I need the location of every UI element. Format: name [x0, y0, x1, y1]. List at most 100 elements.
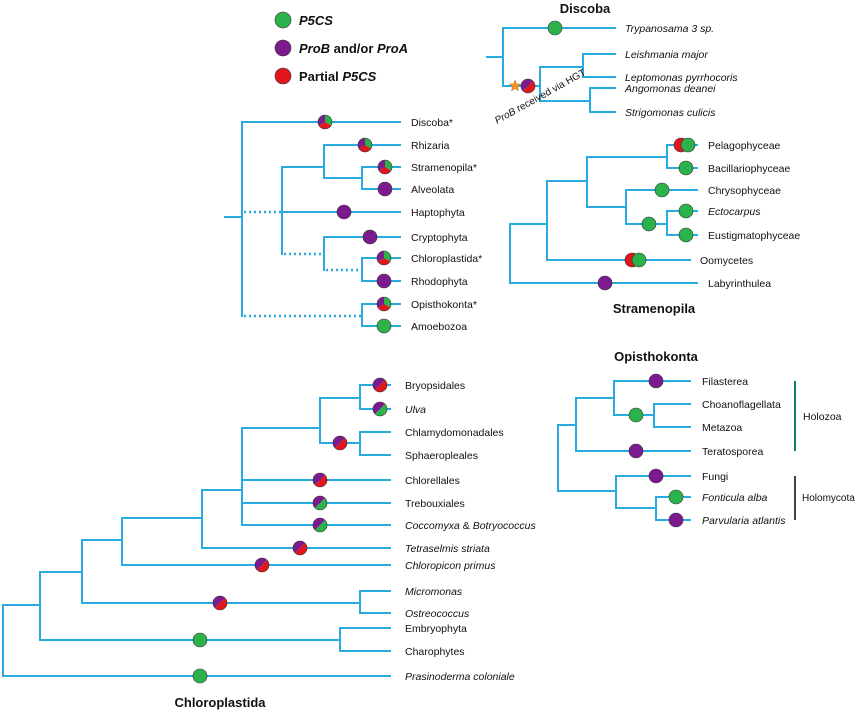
eukaryote-tree: Discoba* Rhizaria Stramenopila* Alveolat… — [224, 114, 482, 334]
marker-outline — [312, 495, 328, 511]
leaf-teratosporea: Teratosporea — [702, 446, 763, 458]
leaf-ampersand-text: & — [460, 520, 473, 532]
marker-slice — [315, 475, 327, 487]
marker-fill — [337, 205, 351, 219]
marker-pelagophyceae-p5cs — [680, 137, 696, 153]
marker-outline — [376, 318, 392, 334]
marker-slice — [313, 496, 325, 508]
marker-fill — [548, 21, 562, 35]
leaf-parvularia: Parvularia atlantis — [702, 515, 786, 527]
marker-fill — [669, 490, 683, 504]
marker-chrysophyceae — [654, 182, 670, 198]
marker-slice — [378, 167, 392, 174]
marker-slice — [377, 304, 391, 311]
marker-outline — [547, 20, 563, 36]
marker-fill — [649, 374, 663, 388]
leaf-sphaeropleales: Sphaeropleales — [405, 450, 478, 462]
marker-outline — [648, 468, 664, 484]
marker-slice — [257, 560, 269, 572]
marker-bacillariophyceae — [678, 160, 694, 176]
marker-coccomyxa — [312, 517, 328, 533]
leaf-eustigmatophyceae: Eustigmatophyceae — [708, 230, 800, 242]
leaf-angomonas: Angomonas deanei — [624, 83, 716, 95]
marker-fill — [649, 469, 663, 483]
leaf-amoebozoa: Amoebozoa — [411, 321, 467, 333]
leaf-labyrinthulea: Labyrinthulea — [708, 278, 771, 290]
leaf-ulva: Ulva — [405, 404, 426, 416]
marker-outline — [292, 540, 308, 556]
marker-teratosporea — [628, 443, 644, 459]
leaf-fonticula: Fonticula alba — [702, 492, 768, 504]
legend-partial-text: Partial — [299, 69, 342, 84]
marker-stramenopila — [377, 159, 393, 175]
marker-fill — [275, 40, 291, 56]
leaf-stramenopila: Stramenopila* — [411, 162, 477, 174]
marker-outline — [628, 443, 644, 459]
leaf-oomycetes: Oomycetes — [700, 255, 753, 267]
marker-embryophyta-charophytes-node — [192, 632, 208, 648]
marker-chloropicon — [254, 557, 270, 573]
eukaryote-uncertain-branches — [244, 210, 361, 318]
leaf-ectocarpus: Ectocarpus — [708, 206, 761, 218]
marker-outline — [680, 137, 696, 153]
leaf-trypanosama: Trypanosama 3 sp. — [625, 23, 714, 35]
legend-prob-marker — [274, 39, 292, 57]
leaf-filasterea: Filasterea — [702, 376, 748, 388]
marker-outline — [274, 39, 292, 57]
leaf-metazoa: Metazoa — [702, 422, 742, 434]
leaf-opisthokonta: Opisthokonta* — [411, 299, 477, 311]
eukaryote-branches — [224, 121, 401, 327]
leaf-bacillariophyceae: Bacillariophyceae — [708, 163, 790, 175]
chloroplastida-branches — [2, 384, 391, 677]
marker-slice — [521, 79, 533, 91]
marker-fill — [669, 513, 683, 527]
chloroplastida-title: Chloroplastida — [174, 695, 266, 710]
marker-outline — [628, 407, 644, 423]
legend-proa-text: ProA — [377, 41, 408, 56]
leaf-rhodophyta: Rhodophyta — [411, 276, 468, 288]
marker-outline — [312, 472, 328, 488]
marker-alveolata — [377, 181, 393, 197]
marker-outline — [274, 67, 292, 85]
marker-outline — [520, 78, 536, 94]
marker-fill — [655, 183, 669, 197]
marker-chloroplastida — [376, 250, 392, 266]
marker-filasterea — [648, 373, 664, 389]
leaf-chlorellales: Chlorellales — [405, 475, 460, 487]
chloroplastida-tree: Bryopsidales Ulva Chlamydomonadales Spha… — [2, 377, 536, 710]
legend-partial-marker — [274, 67, 292, 85]
leaf-tetraselmis: Tetraselmis striata — [405, 543, 490, 555]
marker-fill — [679, 204, 693, 218]
marker-fill — [629, 444, 643, 458]
marker-fill — [377, 274, 391, 288]
marker-slice — [375, 380, 387, 392]
marker-outline — [357, 137, 373, 153]
legend-p5cs-marker — [274, 11, 292, 29]
marker-fill — [629, 408, 643, 422]
marker-fungi — [648, 468, 664, 484]
marker-ectocarpus — [678, 203, 694, 219]
marker-haptophyta — [336, 204, 352, 220]
marker-outline — [648, 373, 664, 389]
marker-outline — [377, 159, 393, 175]
leaf-charophytes: Charophytes — [405, 646, 465, 658]
marker-outline — [332, 435, 348, 451]
leaf-prasinoderma: Prasinoderma coloniale — [405, 671, 515, 683]
marker-fill — [377, 319, 391, 333]
marker-ectocarpus-eustigmatophyceae-node — [641, 216, 657, 232]
discoba-branches — [486, 27, 616, 113]
leaf-coccomyxa-botryococcus: Coccomyxa & Botryococcus — [405, 520, 536, 532]
marker-slice — [377, 258, 391, 265]
marker-outline — [192, 632, 208, 648]
marker-slice — [295, 543, 307, 555]
legend-partial-label: Partial P5CS — [299, 69, 377, 84]
leaf-fungi: Fungi — [702, 471, 728, 483]
marker-fill — [598, 276, 612, 290]
leaf-haptophyta: Haptophyta — [411, 207, 465, 219]
discoba-tree: Discoba ProB received via HGT Trypanosam… — [486, 1, 738, 127]
marker-outline — [678, 227, 694, 243]
marker-opisthokonta — [376, 296, 392, 312]
marker-oomycetes-p5cs — [631, 252, 647, 268]
leaf-ostreococcus: Ostreococcus — [405, 608, 470, 620]
